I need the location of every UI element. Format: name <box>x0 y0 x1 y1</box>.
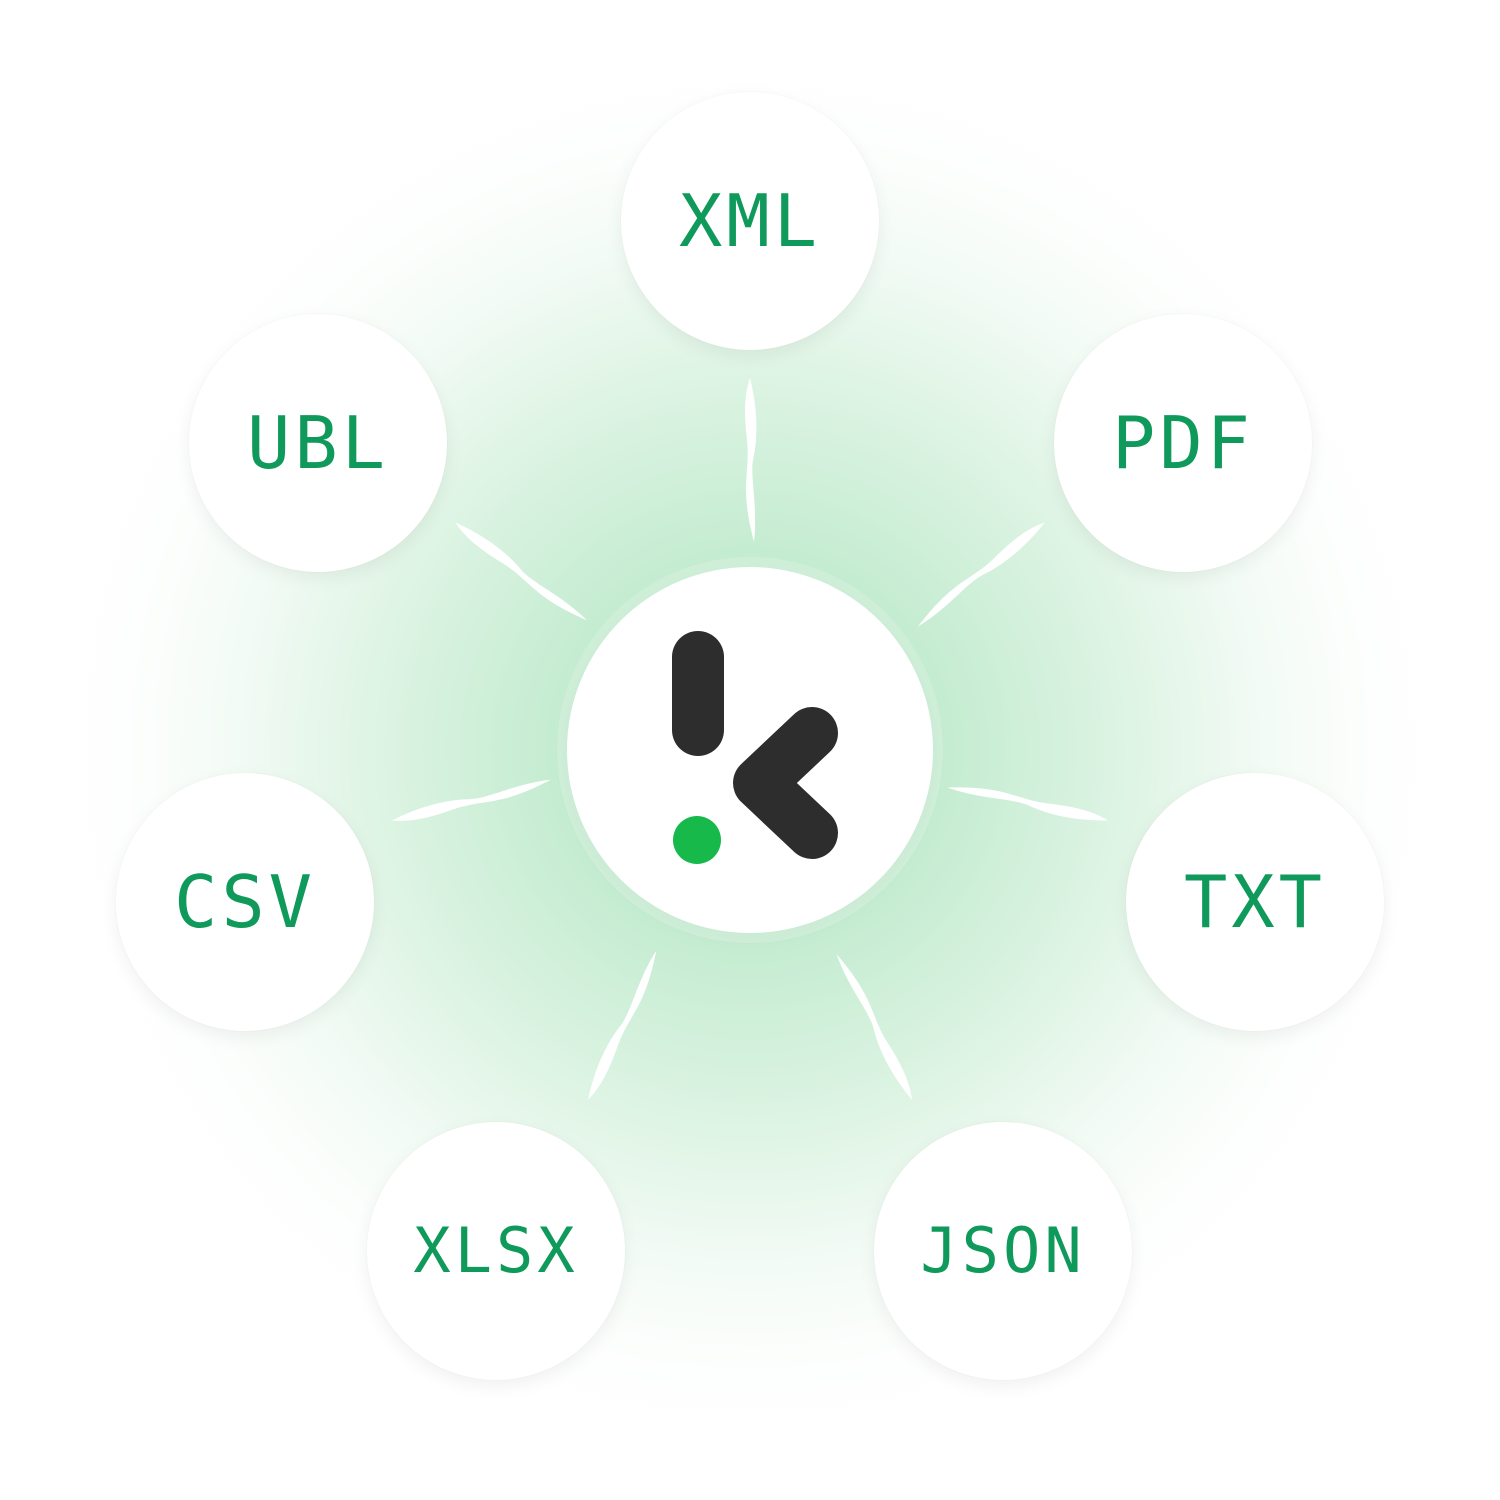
connector-xlsx <box>588 950 657 1100</box>
logo-dot <box>673 816 721 864</box>
format-label-ubl: UBL <box>246 401 390 485</box>
format-bubble-txt: TXT <box>1126 773 1384 1031</box>
connector-ubl <box>455 522 588 621</box>
connector-csv <box>392 779 551 821</box>
k-logo-icon <box>672 631 838 864</box>
format-label-xml: XML <box>678 179 822 263</box>
format-label-pdf: PDF <box>1111 401 1255 485</box>
format-bubble-pdf: PDF <box>1054 314 1312 572</box>
connector-pdf <box>917 522 1045 627</box>
format-bubble-ubl: UBL <box>189 314 447 572</box>
connector-json <box>836 954 912 1100</box>
format-bubble-xlsx: XLSX <box>367 1122 625 1380</box>
format-bubble-xml: XML <box>621 92 879 350</box>
format-bubble-csv: CSV <box>116 773 374 1031</box>
format-label-json: JSON <box>920 1214 1086 1287</box>
format-label-xlsx: XLSX <box>413 1214 579 1287</box>
connector-txt <box>947 787 1108 821</box>
logo-chevron <box>733 707 838 859</box>
connector-xml <box>745 378 757 542</box>
center-logo-disc <box>567 567 933 933</box>
format-label-csv: CSV <box>173 860 317 944</box>
format-label-txt: TXT <box>1183 860 1327 944</box>
format-bubble-json: JSON <box>874 1122 1132 1380</box>
